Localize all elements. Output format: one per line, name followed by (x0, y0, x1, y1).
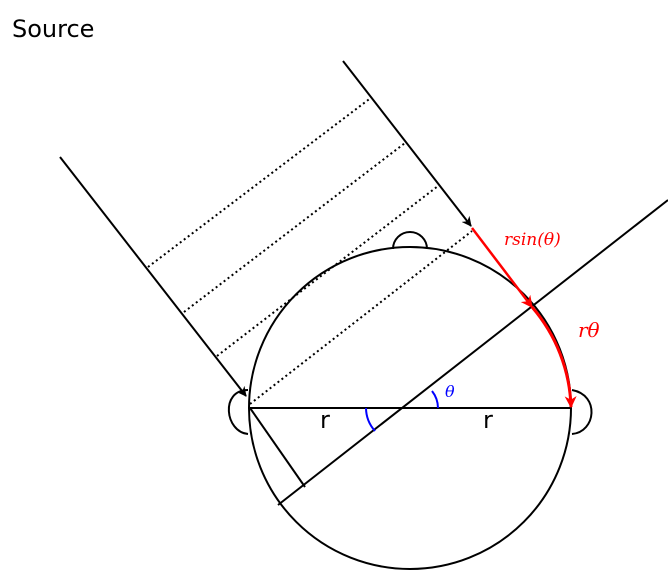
nose-icon (392, 231, 428, 250)
diagram-title: Source (12, 15, 94, 43)
wavefront-line (249, 230, 473, 405)
wave-direction-line (277, 199, 668, 506)
angle-arc-lower (365, 407, 376, 432)
theta-label: θ (445, 382, 455, 401)
radius-label-right: r (483, 406, 493, 434)
wavefront-line (216, 185, 439, 357)
angle-arc-upper (431, 390, 439, 409)
path-difference-segment (471, 227, 533, 308)
wavefront-line (147, 96, 373, 268)
radius-label-left: r (320, 406, 330, 434)
perpendicular-segment (249, 407, 306, 488)
left-ear-icon (227, 389, 249, 435)
rsin-theta-label: rsin(θ) (504, 230, 561, 250)
arc-length-path (530, 306, 577, 409)
incoming-ray-left (59, 156, 247, 397)
right-ear-icon (571, 389, 593, 435)
r-theta-label: rθ (578, 318, 600, 342)
wavefront-line (183, 142, 406, 313)
wavefront-lines (147, 96, 473, 405)
incoming-ray-right (342, 60, 472, 227)
